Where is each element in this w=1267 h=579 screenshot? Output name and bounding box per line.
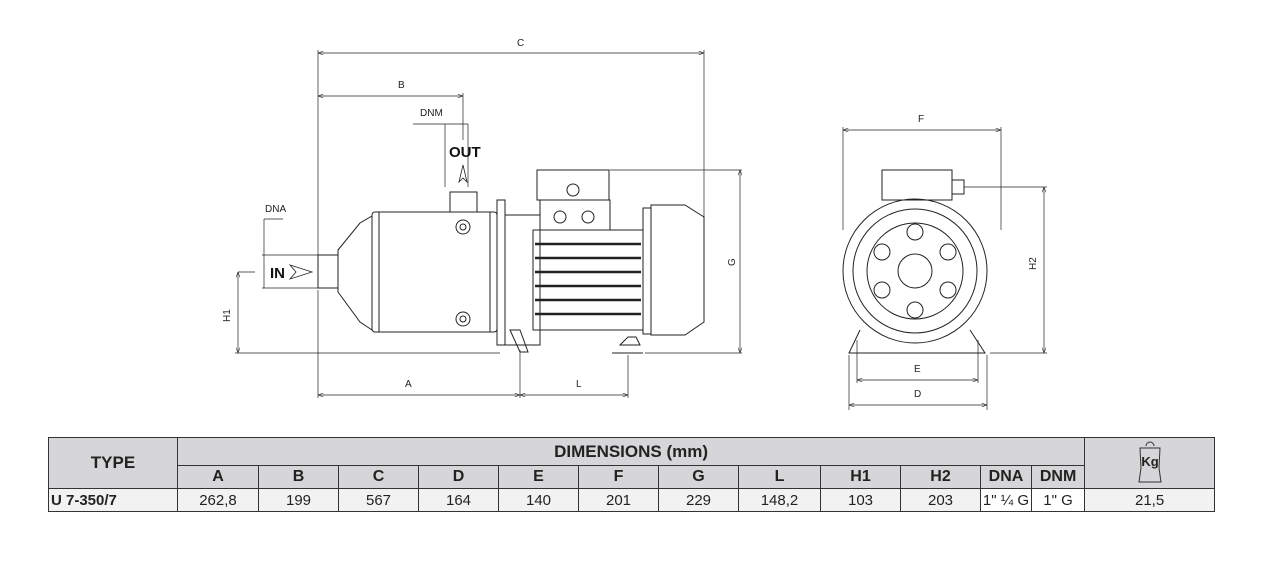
type-cell: U 7-350/7 <box>48 488 178 512</box>
pump-dimension-drawing: C B DNM OUT DNA IN H1 <box>222 38 1047 410</box>
dim-label-g: G <box>727 258 738 266</box>
value-cell: 164 <box>418 488 499 512</box>
dim-label-c: C <box>517 38 524 49</box>
side-view: C B DNM OUT DNA IN H1 <box>222 38 742 398</box>
dimensions-header: DIMENSIONS (mm) <box>176 437 1086 466</box>
weight-icon-label: Kg <box>1141 454 1158 469</box>
dim-label-e: E <box>914 364 921 375</box>
column-header: H2 <box>900 465 981 489</box>
column-header: C <box>338 465 419 489</box>
dimensions-table: TYPE DIMENSIONS (mm) Kg A B C D E F G L … <box>48 437 1216 512</box>
dim-label-h1: H1 <box>222 309 233 322</box>
column-header: H1 <box>820 465 901 489</box>
dim-label-h2: H2 <box>1028 257 1039 270</box>
dim-label-l: L <box>576 379 582 390</box>
dim-label-b: B <box>398 80 405 91</box>
in-label: IN <box>270 265 285 282</box>
value-cell: 103 <box>820 488 901 512</box>
value-cell: 262,8 <box>177 488 259 512</box>
value-cell: 203 <box>900 488 981 512</box>
dim-label-dna: DNA <box>265 204 286 215</box>
out-label: OUT <box>449 144 481 161</box>
weight-icon: Kg <box>1138 441 1162 483</box>
dim-label-dnm: DNM <box>420 108 443 119</box>
column-header: G <box>658 465 739 489</box>
column-header: E <box>498 465 579 489</box>
column-header: L <box>738 465 821 489</box>
weight-cell: 21,5 <box>1084 488 1216 512</box>
column-header: D <box>418 465 499 489</box>
column-header: DNM <box>1030 465 1086 489</box>
table-row: U 7-350/7 262,8 199 567 164 140 201 229 … <box>48 488 1216 512</box>
value-cell: 1" G <box>1030 488 1086 512</box>
weight-header: Kg <box>1084 437 1216 489</box>
value-cell: 148,2 <box>738 488 821 512</box>
value-cell: 140 <box>498 488 579 512</box>
value-cell: 199 <box>258 488 339 512</box>
column-header: B <box>258 465 339 489</box>
type-header: TYPE <box>48 437 178 489</box>
front-view: F H2 E D <box>842 114 1047 410</box>
value-cell: 1" ¼ G <box>980 488 1032 512</box>
value-cell: 201 <box>578 488 659 512</box>
dim-label-f: F <box>918 114 924 125</box>
column-header: A <box>177 465 259 489</box>
column-header: F <box>578 465 659 489</box>
column-header: DNA <box>980 465 1032 489</box>
dim-label-a: A <box>405 379 412 390</box>
value-cell: 229 <box>658 488 739 512</box>
dim-label-d: D <box>914 389 921 400</box>
value-cell: 567 <box>338 488 419 512</box>
